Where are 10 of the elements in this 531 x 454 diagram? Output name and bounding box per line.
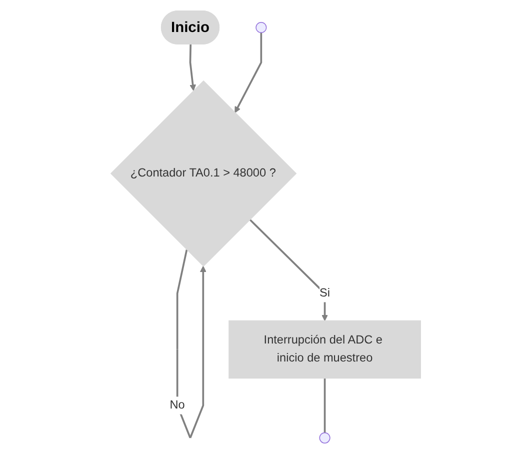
edge-label: Si [319, 286, 330, 300]
arrow [234, 32, 262, 114]
arrow [189, 44, 196, 91]
arrow [176, 250, 206, 438]
edge-label: No [170, 398, 185, 412]
flowchart: No Si Inicio ¿Contador TA0.1 > 48000 ? Interrupción del ADC e inicio de muestreo [104, 5, 426, 449]
node-box [228, 320, 421, 379]
arrow [248, 218, 328, 322]
connector [324, 378, 326, 433]
node-diamond [110, 80, 296, 267]
